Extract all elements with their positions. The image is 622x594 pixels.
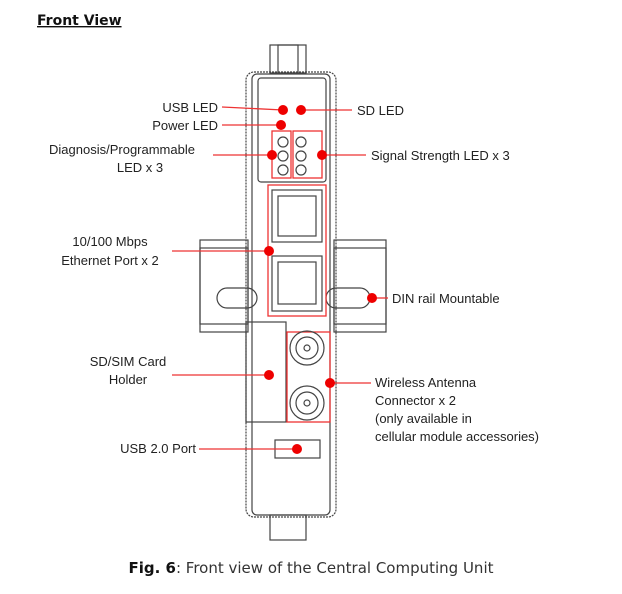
label-din-rail: DIN rail Mountable — [392, 291, 500, 306]
label-ethernet-line1: 10/100 Mbps — [72, 234, 148, 249]
led-panel — [271, 130, 323, 179]
label-sim-line2: Holder — [109, 372, 148, 387]
label-ethernet-line2: Ethernet Port x 2 — [61, 253, 159, 268]
label-antenna-line1: Wireless Antenna — [375, 375, 477, 390]
label-diagnosis-line2: LED x 3 — [117, 160, 163, 175]
label-sim-line1: SD/SIM Card — [90, 354, 167, 369]
caption-figure-number: Fig. 6 — [129, 559, 176, 577]
callouts — [172, 105, 388, 454]
label-signal-strength: Signal Strength LED x 3 — [371, 148, 510, 163]
sim-card-holder — [245, 321, 287, 423]
device-body — [245, 71, 337, 518]
caption-text: : Front view of the Central Computing Un… — [176, 559, 494, 577]
section-title: Front View — [37, 13, 122, 29]
label-diagnosis-line1: Diagnosis/Programmable — [49, 142, 195, 157]
label-antenna-line3: (only available in — [375, 411, 472, 426]
label-usb-led: USB LED — [162, 100, 218, 115]
label-antenna-line4: cellular module accessories) — [375, 429, 539, 444]
mount-clips — [269, 44, 307, 541]
label-usb-port: USB 2.0 Port — [120, 441, 196, 456]
label-antenna-line2: Connector x 2 — [375, 393, 456, 408]
label-power-led: Power LED — [152, 118, 218, 133]
antenna-connectors — [286, 330, 331, 423]
din-rail — [199, 239, 387, 333]
label-sd-led: SD LED — [357, 103, 404, 118]
ethernet-ports — [267, 184, 327, 317]
figure-caption: Fig. 6: Front view of the Central Comput… — [129, 559, 494, 577]
